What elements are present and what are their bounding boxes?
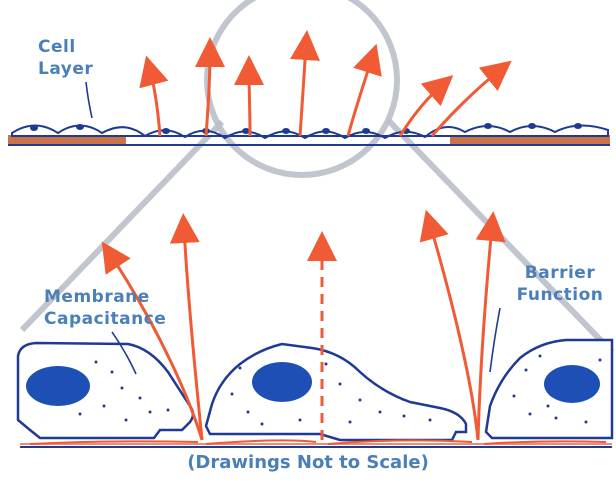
cell-layer-label: Cell Layer (38, 36, 93, 80)
nucleus-right (544, 365, 600, 403)
cell-middle (206, 344, 466, 440)
nucleus-left (26, 366, 90, 406)
barrier-label-line2: Function (500, 284, 616, 306)
caption: (Drawings Not to Scale) (0, 452, 616, 473)
cell-layer-label-line2: Layer (38, 58, 93, 80)
top-cell-layer (12, 123, 608, 138)
cell-layer-label-line1: Cell (38, 36, 93, 58)
membrane-label-line1: Membrane (44, 286, 166, 308)
label-pointers (86, 82, 500, 374)
cell-right (486, 340, 612, 438)
cell-left (18, 343, 193, 438)
bottom-electrode (20, 444, 612, 447)
membrane-capacitance-label: Membrane Capacitance (44, 286, 166, 330)
barrier-label-line1: Barrier (500, 262, 616, 284)
nucleus-middle (252, 362, 312, 402)
barrier-function-label: Barrier Function (500, 262, 616, 306)
top-current-arrows (150, 45, 500, 136)
membrane-label-line2: Capacitance (44, 308, 166, 330)
